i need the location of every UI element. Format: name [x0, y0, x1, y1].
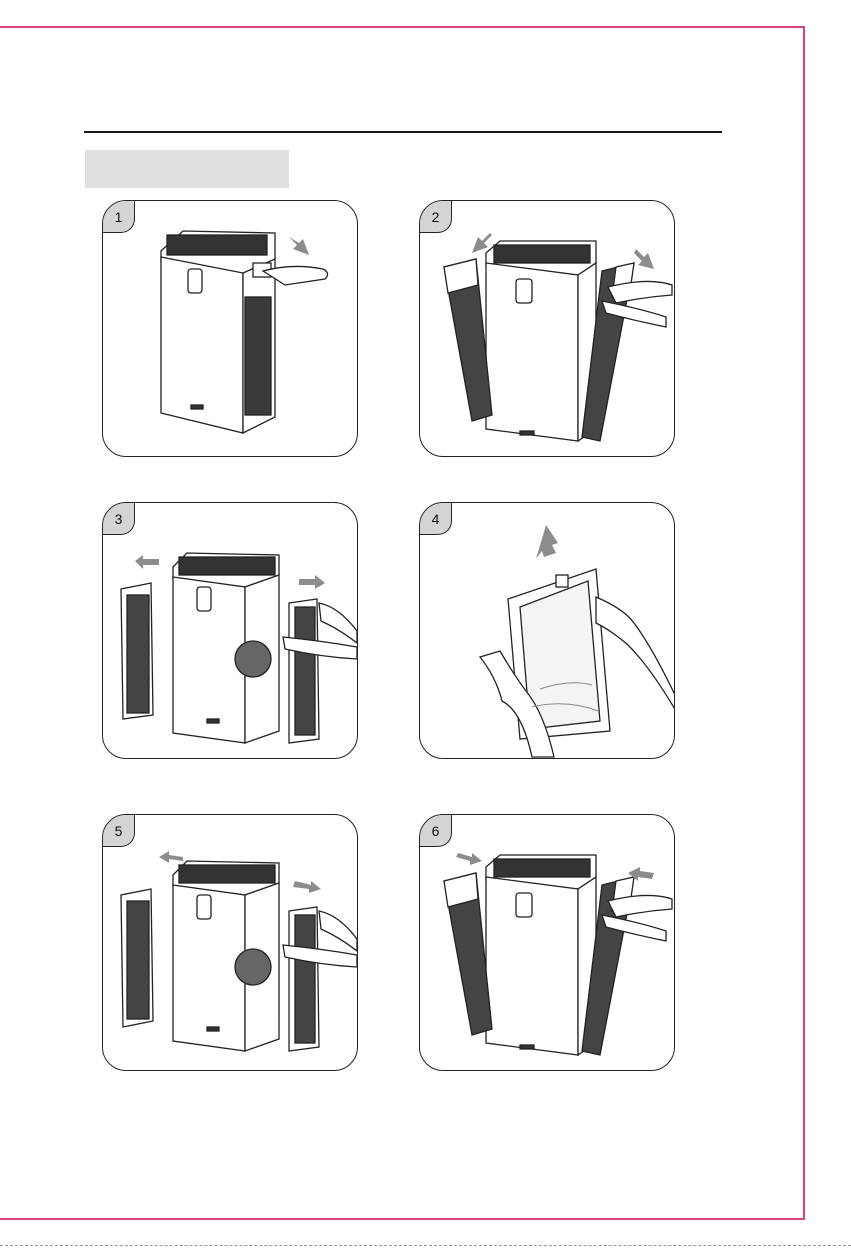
step-2-number: 2 — [420, 201, 452, 233]
purifier-insert-filters-icon — [103, 815, 358, 1071]
step-5-panel: 5 — [102, 814, 358, 1071]
purifier-release-back-panel-icon — [103, 201, 358, 457]
purifier-remove-side-covers-icon — [420, 201, 675, 457]
step-3-number: 3 — [103, 503, 135, 535]
step-1-number: 1 — [103, 201, 135, 233]
filter-remove-plastic-wrap-icon — [420, 503, 675, 759]
step-5-number: 5 — [103, 815, 135, 847]
purifier-reattach-side-covers-icon — [420, 815, 675, 1071]
step-1-panel: 1 — [102, 200, 358, 457]
step-2-panel: 2 — [419, 200, 675, 457]
step-3-panel: 3 — [102, 502, 358, 759]
purifier-pull-out-filters-icon — [103, 503, 358, 759]
step-6-panel: 6 — [419, 814, 675, 1071]
header-rule — [84, 131, 722, 133]
section-heading-bar — [85, 150, 289, 188]
page-bottom-dashed-line — [0, 1245, 851, 1246]
step-4-number: 4 — [420, 503, 452, 535]
step-6-number: 6 — [420, 815, 452, 847]
step-4-panel: 4 — [419, 502, 675, 759]
